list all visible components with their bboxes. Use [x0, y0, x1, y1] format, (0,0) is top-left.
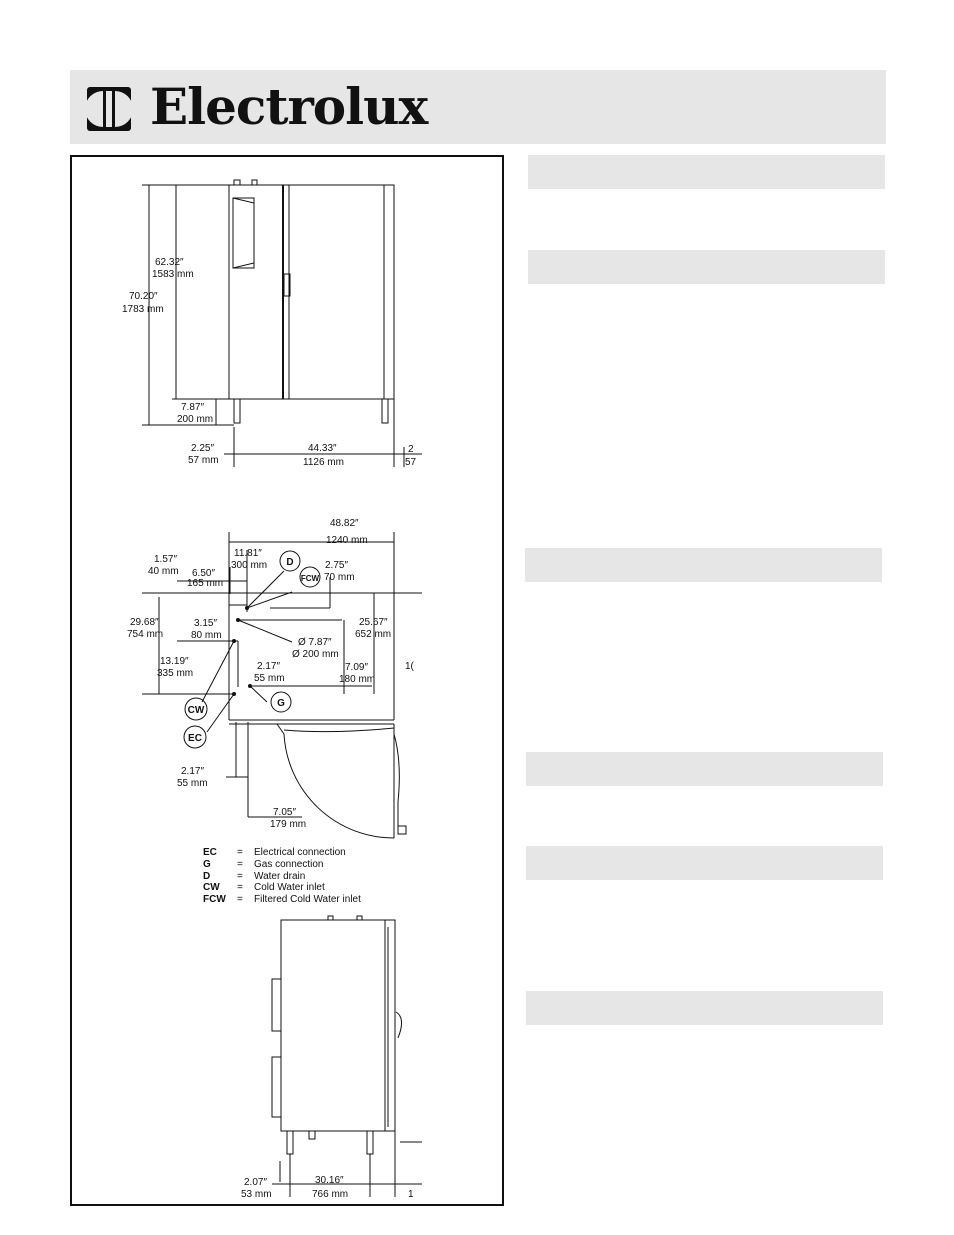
dim-gas-right-in: 7.09″: [345, 662, 368, 673]
dim-drain-x-in: 11.81″: [234, 548, 262, 559]
dim-door-height-mm: 1583 mm: [152, 269, 194, 280]
dim-right-depth-mm: 652 mm: [355, 629, 391, 640]
section-header-bar-6: [526, 991, 883, 1025]
dim-drain-dia-mm: Ø 200 mm: [292, 649, 339, 660]
legend-code: G: [203, 859, 211, 870]
dim-drain-offset-in: 6.50″: [192, 568, 215, 579]
legend-eq: =: [237, 859, 243, 870]
dim-drain-x-mm: 300 mm: [231, 560, 267, 571]
legend-eq: =: [237, 871, 243, 882]
callout-gas: G: [277, 698, 285, 709]
dim-drain-dia-in: Ø 7.87″: [298, 637, 332, 648]
technical-drawing-panel: 62.32″ 1583 mm 70.20″ 1783 mm 7.87″ 200 …: [70, 155, 504, 1206]
legend: EC = Electrical connection G = Gas conne…: [203, 847, 361, 905]
dim-drain-y-in: 3.15″: [194, 618, 217, 629]
legend-eq: =: [237, 894, 243, 905]
legend-code: CW: [203, 882, 220, 893]
dim-edge-offset-mm: 40 mm: [148, 566, 179, 577]
legend-desc: Gas connection: [254, 859, 324, 870]
section-header-bar-3: [525, 548, 882, 582]
dim-door-swing-in: 7.05″: [273, 807, 296, 818]
top-view-outline: [142, 532, 422, 839]
dim-gas-right-mm: 180 mm: [339, 674, 375, 685]
dim-side-leg-offset-in: 2.07″: [244, 1177, 267, 1188]
dim-gas-x-in: 2.17″: [257, 661, 280, 672]
legend-eq: =: [237, 882, 243, 893]
dim-total-depth-in: 29.68″: [130, 617, 159, 628]
dim-leg-offset-in: 2.25″: [191, 443, 214, 454]
callout-fcw: FCW: [301, 574, 320, 583]
dim-side-depth-mm: 766 mm: [312, 1189, 348, 1200]
callout-circles: [183, 550, 321, 749]
callout-drain: D: [286, 557, 293, 568]
dim-total-height-mm: 1783 mm: [122, 304, 164, 315]
legend-eq: =: [237, 847, 243, 858]
dim-right-depth-in: 25.67″: [359, 617, 388, 628]
front-view-outline: [142, 179, 422, 467]
legend-desc: Filtered Cold Water inlet: [254, 894, 361, 905]
dim-body-width-mm: 1126 mm: [303, 457, 344, 468]
dim-leg-height-in: 7.87″: [181, 402, 204, 413]
dim-body-width-in: 44.33″: [308, 443, 337, 454]
dim-fcw-x-mm: 70 mm: [324, 572, 355, 583]
dim-side-depth-in: 30.16″: [315, 1175, 344, 1186]
section-header-bar-5: [526, 846, 883, 880]
dim-cw-y-mm: 335 mm: [157, 668, 193, 679]
dim-total-width-mm: 1240 mm: [326, 535, 368, 546]
dim-drain-y-mm: 80 mm: [191, 630, 222, 641]
callout-ec: EC: [188, 733, 202, 744]
dim-fcw-x-in: 2.75″: [325, 560, 348, 571]
dim-total-height-in: 70.20″: [129, 291, 158, 302]
brand-name: Electrolux: [150, 77, 428, 136]
dim-gas-x-mm: 55 mm: [254, 673, 285, 684]
dim-bottom-offset-in: 2.17″: [181, 766, 204, 777]
dim-top-cut-right: 1(: [405, 661, 415, 672]
legend-desc: Electrical connection: [254, 847, 346, 858]
dim-bottom-offset-mm: 55 mm: [177, 778, 208, 789]
dim-cw-y-in: 13.19″: [160, 656, 189, 667]
page-header: Electrolux: [70, 70, 886, 144]
section-header-bar-1: [528, 155, 885, 189]
dim-cut-right-mm: 57: [405, 457, 417, 468]
legend-code: D: [203, 871, 210, 882]
electrolux-logo-icon: [87, 87, 131, 131]
dim-total-width-in: 48.82″: [330, 518, 359, 529]
dim-cut-right-in: 2: [408, 444, 414, 455]
dim-door-swing-mm: 179 mm: [270, 819, 306, 830]
dim-edge-offset-in: 1.57″: [154, 554, 177, 565]
dim-drain-offset-mm: 165 mm: [187, 578, 223, 589]
section-header-bar-4: [526, 752, 883, 786]
side-view-outline: [271, 915, 422, 1197]
dim-leg-height-mm: 200 mm: [177, 414, 213, 425]
legend-desc: Cold Water inlet: [254, 882, 325, 893]
dim-door-height-in: 62.32″: [155, 257, 184, 268]
dim-side-leg-offset-mm: 53 mm: [241, 1189, 272, 1200]
dim-total-depth-mm: 754 mm: [127, 629, 163, 640]
technical-drawing: 62.32″ 1583 mm 70.20″ 1783 mm 7.87″ 200 …: [122, 179, 422, 1200]
connection-points: [232, 606, 252, 696]
legend-code: EC: [203, 847, 217, 858]
legend-code: FCW: [203, 894, 226, 905]
callout-cw: CW: [188, 705, 205, 716]
dim-leg-offset-mm: 57 mm: [188, 455, 219, 466]
legend-desc: Water drain: [254, 871, 305, 882]
dim-side-cut-right: 1: [408, 1189, 414, 1200]
section-header-bar-2: [528, 250, 885, 284]
